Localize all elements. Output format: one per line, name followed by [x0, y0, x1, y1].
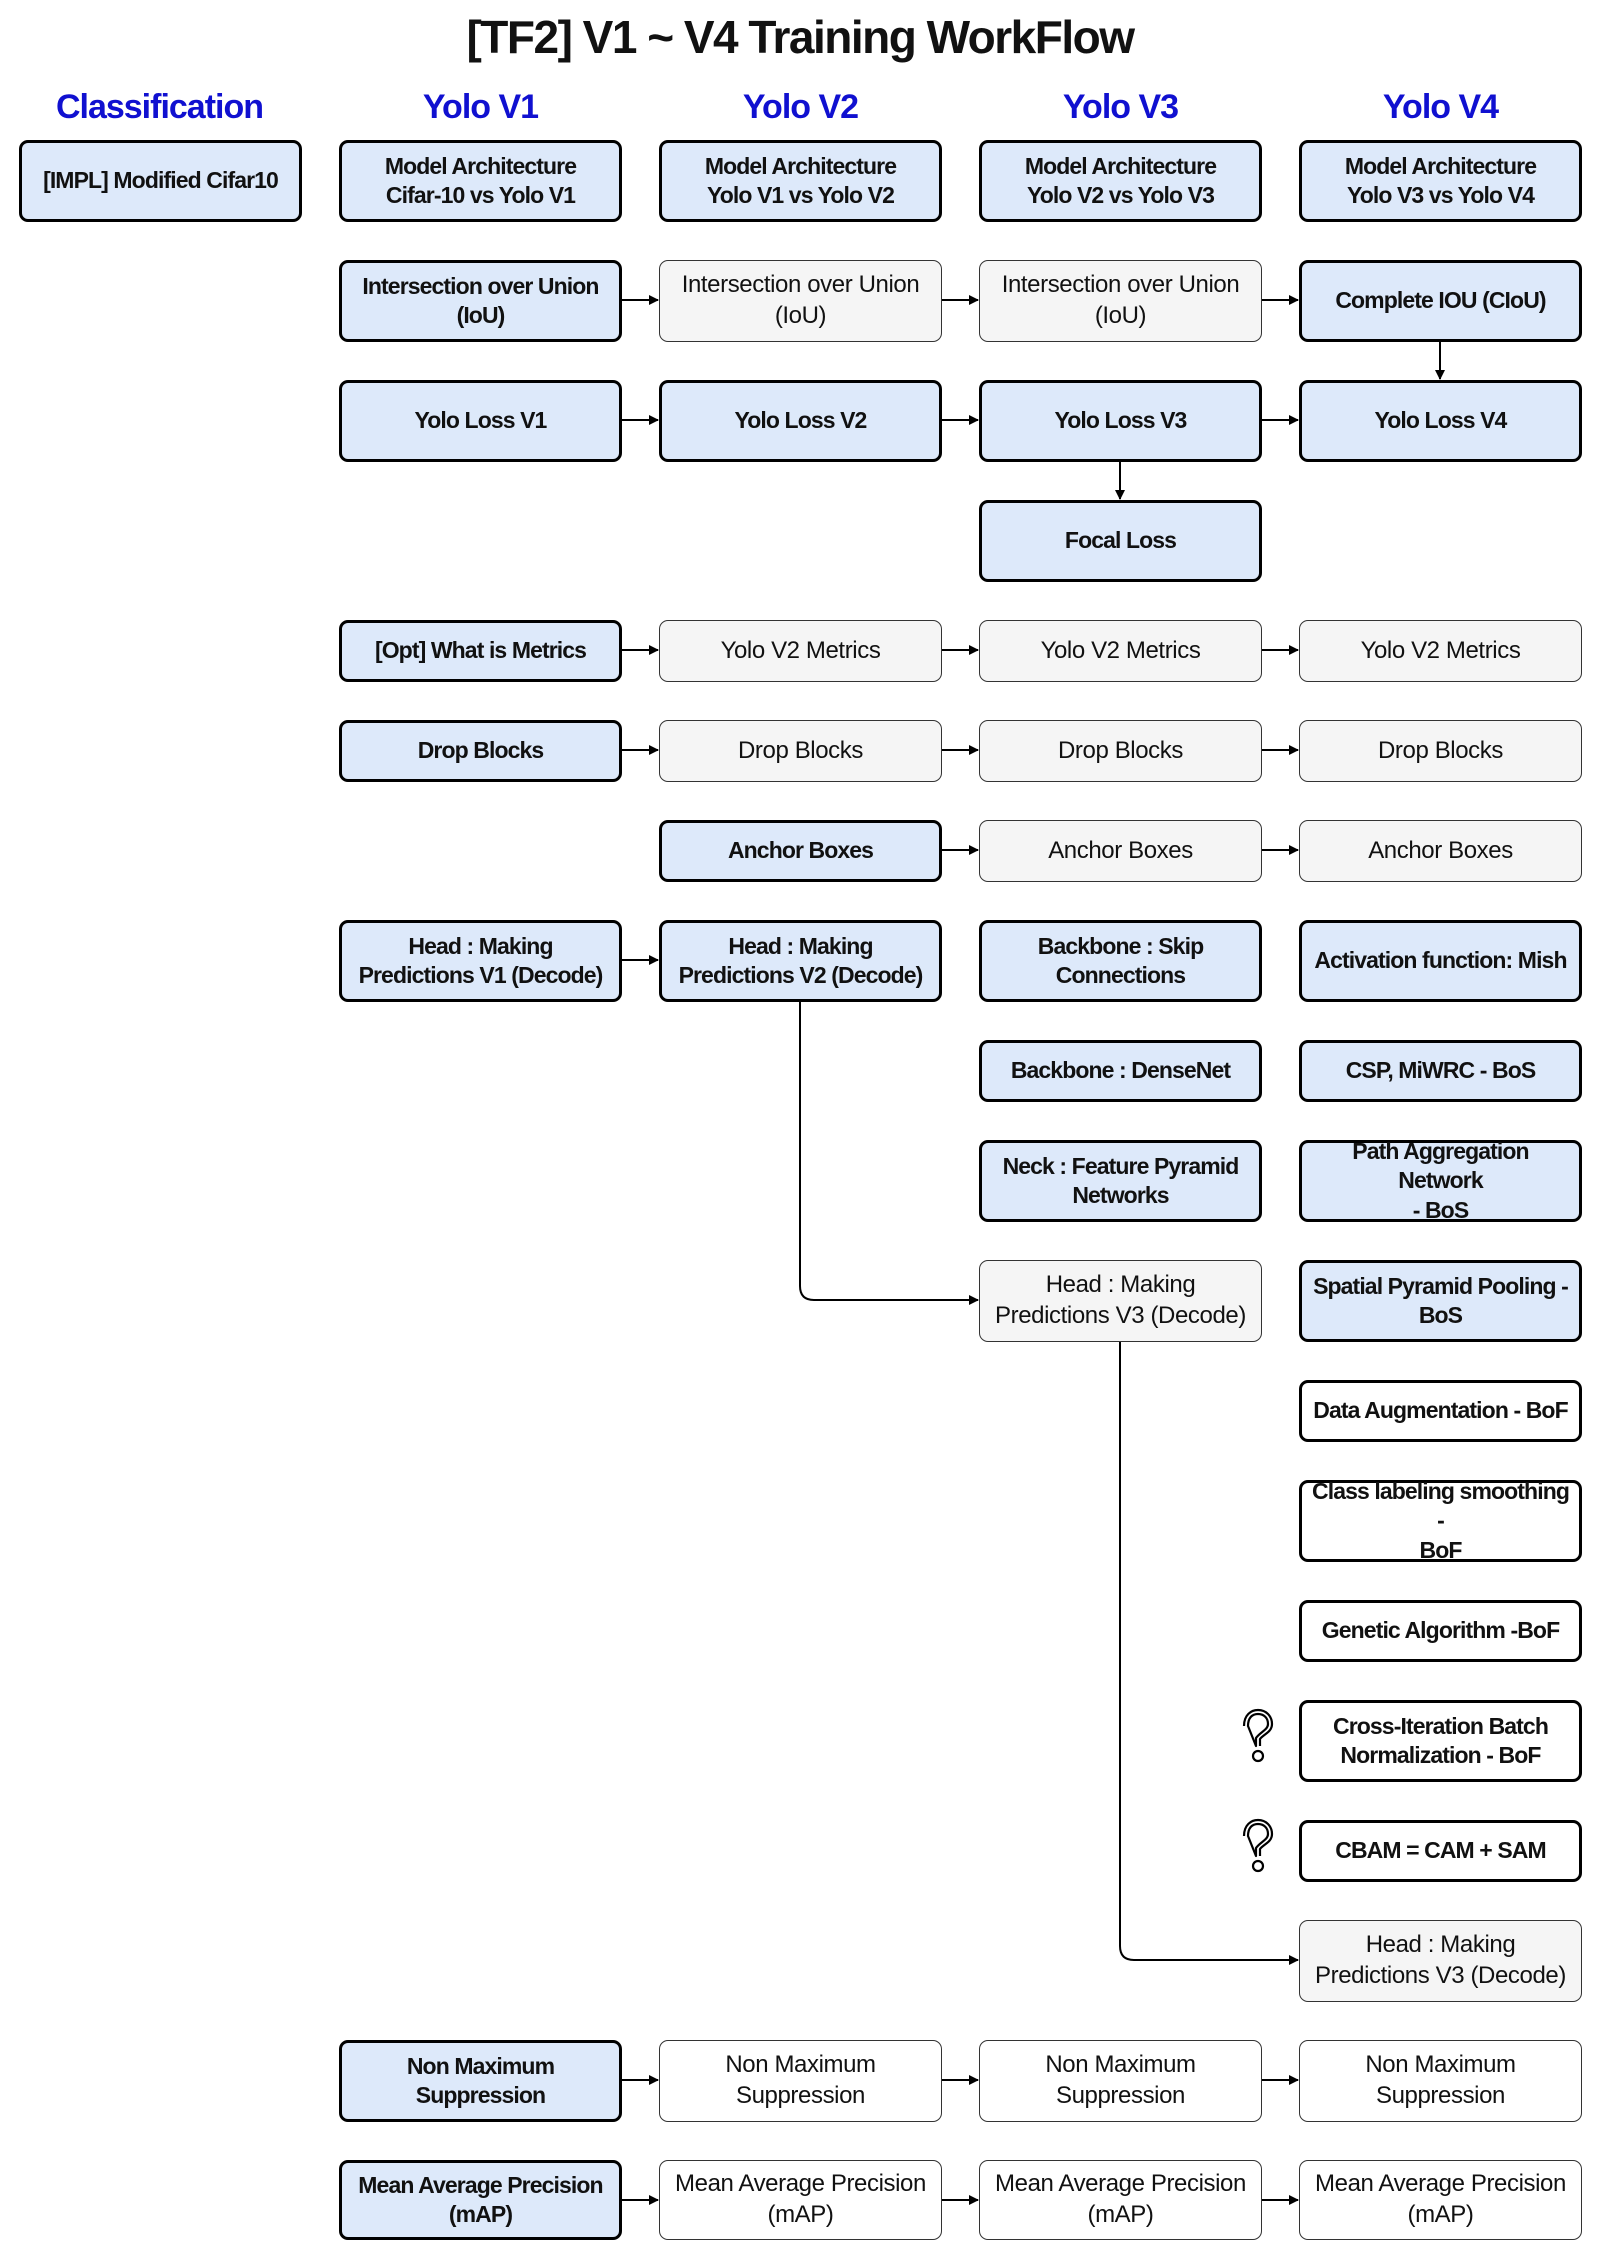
node-v4-ciou[interactable]: Complete IOU (CIoU): [1299, 260, 1582, 342]
node-v3-fpn[interactable]: Neck : Feature Pyramid Networks: [979, 1140, 1262, 1222]
node-v4-mish[interactable]: Activation function: Mish: [1299, 920, 1582, 1002]
question-mark-icon: [1242, 1818, 1274, 1873]
node-v1-map[interactable]: Mean Average Precision (mAP): [339, 2160, 622, 2240]
node-v4-head-decode[interactable]: Head : Making Predictions V3 (Decode): [1299, 1920, 1582, 2002]
column-header-yolo-v1: Yolo V1: [422, 88, 539, 126]
arrow-head-v3-to-v4: [1119, 1341, 1299, 1965]
node-modified-cifar10[interactable]: [IMPL] Modified Cifar10: [19, 140, 302, 222]
node-v4-data-augmentation[interactable]: Data Augmentation - BoF: [1299, 1380, 1582, 1442]
node-v3-densenet[interactable]: Backbone : DenseNet: [979, 1040, 1262, 1102]
node-v2-metrics[interactable]: Yolo V2 Metrics: [659, 620, 942, 682]
column-header-yolo-v4: Yolo V4: [1382, 88, 1499, 126]
node-v3-focal-loss[interactable]: Focal Loss: [979, 500, 1262, 582]
node-v2-nms[interactable]: Non Maximum Suppression: [659, 2040, 942, 2122]
node-v2-map[interactable]: Mean Average Precision (mAP): [659, 2160, 942, 2240]
arrow-head-v2-to-v3: [799, 1002, 979, 1305]
column-header-yolo-v2: Yolo V2: [742, 88, 859, 126]
node-v3-nms[interactable]: Non Maximum Suppression: [979, 2040, 1262, 2122]
question-mark-icon: [1242, 1708, 1274, 1763]
diagram-title: [TF2] V1 ~ V4 Training WorkFlow: [466, 11, 1135, 63]
node-v2-iou[interactable]: Intersection over Union (IoU): [659, 260, 942, 342]
node-v1-loss[interactable]: Yolo Loss V1: [339, 380, 622, 462]
node-v1-drop-blocks[interactable]: Drop Blocks: [339, 720, 622, 782]
node-v3-skip-connections[interactable]: Backbone : Skip Connections: [979, 920, 1262, 1002]
node-v2-drop-blocks[interactable]: Drop Blocks: [659, 720, 942, 782]
node-v4-csp[interactable]: CSP, MiWRC - BoS: [1299, 1040, 1582, 1102]
node-v3-model-architecture[interactable]: Model Architecture Yolo V2 vs Yolo V3: [979, 140, 1262, 222]
column-header-classification: Classification: [55, 88, 264, 126]
node-v4-anchor-boxes[interactable]: Anchor Boxes: [1299, 820, 1582, 882]
node-v4-loss[interactable]: Yolo Loss V4: [1299, 380, 1582, 462]
column-header-yolo-v3: Yolo V3: [1062, 88, 1179, 126]
node-v3-iou[interactable]: Intersection over Union (IoU): [979, 260, 1262, 342]
node-v2-head-decode[interactable]: Head : Making Predictions V2 (Decode): [659, 920, 942, 1002]
node-v4-spp[interactable]: Spatial Pyramid Pooling - BoS: [1299, 1260, 1582, 1342]
node-v1-metrics[interactable]: [Opt] What is Metrics: [339, 620, 622, 682]
node-v4-pan[interactable]: Path Aggregation Network - BoS: [1299, 1138, 1582, 1223]
node-v1-nms[interactable]: Non Maximum Suppression: [339, 2040, 622, 2122]
node-v3-anchor-boxes[interactable]: Anchor Boxes: [979, 820, 1262, 882]
node-v1-head-decode[interactable]: Head : Making Predictions V1 (Decode): [339, 920, 622, 1002]
node-v4-map[interactable]: Mean Average Precision (mAP): [1299, 2160, 1582, 2240]
node-v3-loss[interactable]: Yolo Loss V3: [979, 380, 1262, 462]
node-v4-drop-blocks[interactable]: Drop Blocks: [1299, 720, 1582, 782]
node-v4-cbam[interactable]: CBAM = CAM + SAM: [1299, 1820, 1582, 1882]
node-v3-map[interactable]: Mean Average Precision (mAP): [979, 2160, 1262, 2240]
node-v4-nms[interactable]: Non Maximum Suppression: [1299, 2040, 1582, 2122]
node-v4-label-smoothing[interactable]: Class labeling smoothing - BoF: [1299, 1478, 1582, 1563]
node-v2-model-architecture[interactable]: Model Architecture Yolo V1 vs Yolo V2: [659, 140, 942, 222]
node-v4-genetic-algorithm[interactable]: Genetic Algorithm -BoF: [1299, 1600, 1582, 1662]
node-v3-metrics[interactable]: Yolo V2 Metrics: [979, 620, 1262, 682]
node-v4-model-architecture[interactable]: Model Architecture Yolo V3 vs Yolo V4: [1299, 140, 1582, 222]
node-v2-loss[interactable]: Yolo Loss V2: [659, 380, 942, 462]
node-v4-cross-iteration-bn[interactable]: Cross-Iteration Batch Normalization - Bo…: [1299, 1700, 1582, 1782]
node-v3-head-decode[interactable]: Head : Making Predictions V3 (Decode): [979, 1260, 1262, 1342]
node-v3-drop-blocks[interactable]: Drop Blocks: [979, 720, 1262, 782]
node-v1-iou[interactable]: Intersection over Union (IoU): [339, 260, 622, 342]
node-v1-model-architecture[interactable]: Model Architecture Cifar-10 vs Yolo V1: [339, 140, 622, 222]
node-v4-metrics[interactable]: Yolo V2 Metrics: [1299, 620, 1582, 682]
node-v2-anchor-boxes[interactable]: Anchor Boxes: [659, 820, 942, 882]
